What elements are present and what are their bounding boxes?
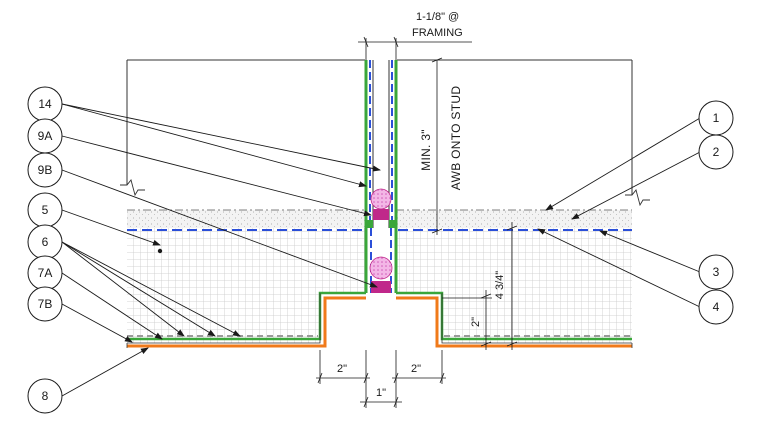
callout-7a: 7A <box>27 255 63 291</box>
sealant-lower <box>371 281 391 293</box>
svg-text:3: 3 <box>713 265 720 279</box>
svg-text:7A: 7A <box>38 266 53 280</box>
fastener-dot <box>157 248 163 254</box>
backer-rod-lower <box>369 256 393 280</box>
callout-7b: 7B <box>27 286 63 322</box>
finish-coat-right <box>396 210 632 228</box>
lower-sealant-joint <box>364 228 398 293</box>
break-mark-right <box>625 189 650 207</box>
sealant-upper <box>373 209 389 220</box>
callout-8: 8 <box>27 378 63 414</box>
svg-text:9B: 9B <box>38 163 53 177</box>
dim-thickness: 4 3/4" <box>494 271 506 299</box>
svg-text:7B: 7B <box>38 297 53 311</box>
orange-layer-right <box>396 296 632 348</box>
svg-text:14: 14 <box>38 97 52 111</box>
backer-rod-upper <box>370 188 392 210</box>
callout-3: 3 <box>698 254 734 290</box>
finish-coat-left <box>127 210 366 228</box>
callout-9a: 9A <box>27 118 63 154</box>
svg-text:9A: 9A <box>38 129 53 143</box>
stucco-body-left <box>127 228 366 343</box>
orange-layer-left <box>127 296 366 348</box>
callout-4: 4 <box>698 289 734 325</box>
callout-2: 2 <box>698 134 734 170</box>
svg-text:6: 6 <box>42 235 49 249</box>
dim-reveal-depth: 2" <box>470 317 482 327</box>
callout-6: 6 <box>27 224 63 260</box>
dim-joint-width-line1: 1-1/8" @ <box>416 11 459 23</box>
upper-sealant-joint <box>366 188 396 228</box>
dim-joint-width-line2: FRAMING <box>412 27 463 39</box>
stucco-body <box>127 209 632 343</box>
callout-14: 14 <box>27 86 63 122</box>
note-awb-onto-stud: AWB ONTO STUD <box>449 86 463 191</box>
leader-lines <box>61 103 701 397</box>
callout-1: 1 <box>698 100 734 136</box>
svg-text:4: 4 <box>713 300 720 314</box>
stucco-body-right <box>396 228 632 343</box>
dim-gap-1: 1" <box>376 387 386 399</box>
callout-5: 5 <box>27 192 63 228</box>
note-min-3: MIN. 3" <box>419 129 433 171</box>
callout-9b: 9B <box>27 152 63 188</box>
svg-text:8: 8 <box>42 389 49 403</box>
svg-text:2: 2 <box>713 145 720 159</box>
dim-left-2: 2" <box>337 363 347 375</box>
dim-right-2: 2" <box>411 363 421 375</box>
break-mark-left <box>120 179 145 197</box>
dimension-lines <box>316 36 518 408</box>
svg-text:5: 5 <box>42 203 49 217</box>
svg-text:1: 1 <box>713 111 720 125</box>
